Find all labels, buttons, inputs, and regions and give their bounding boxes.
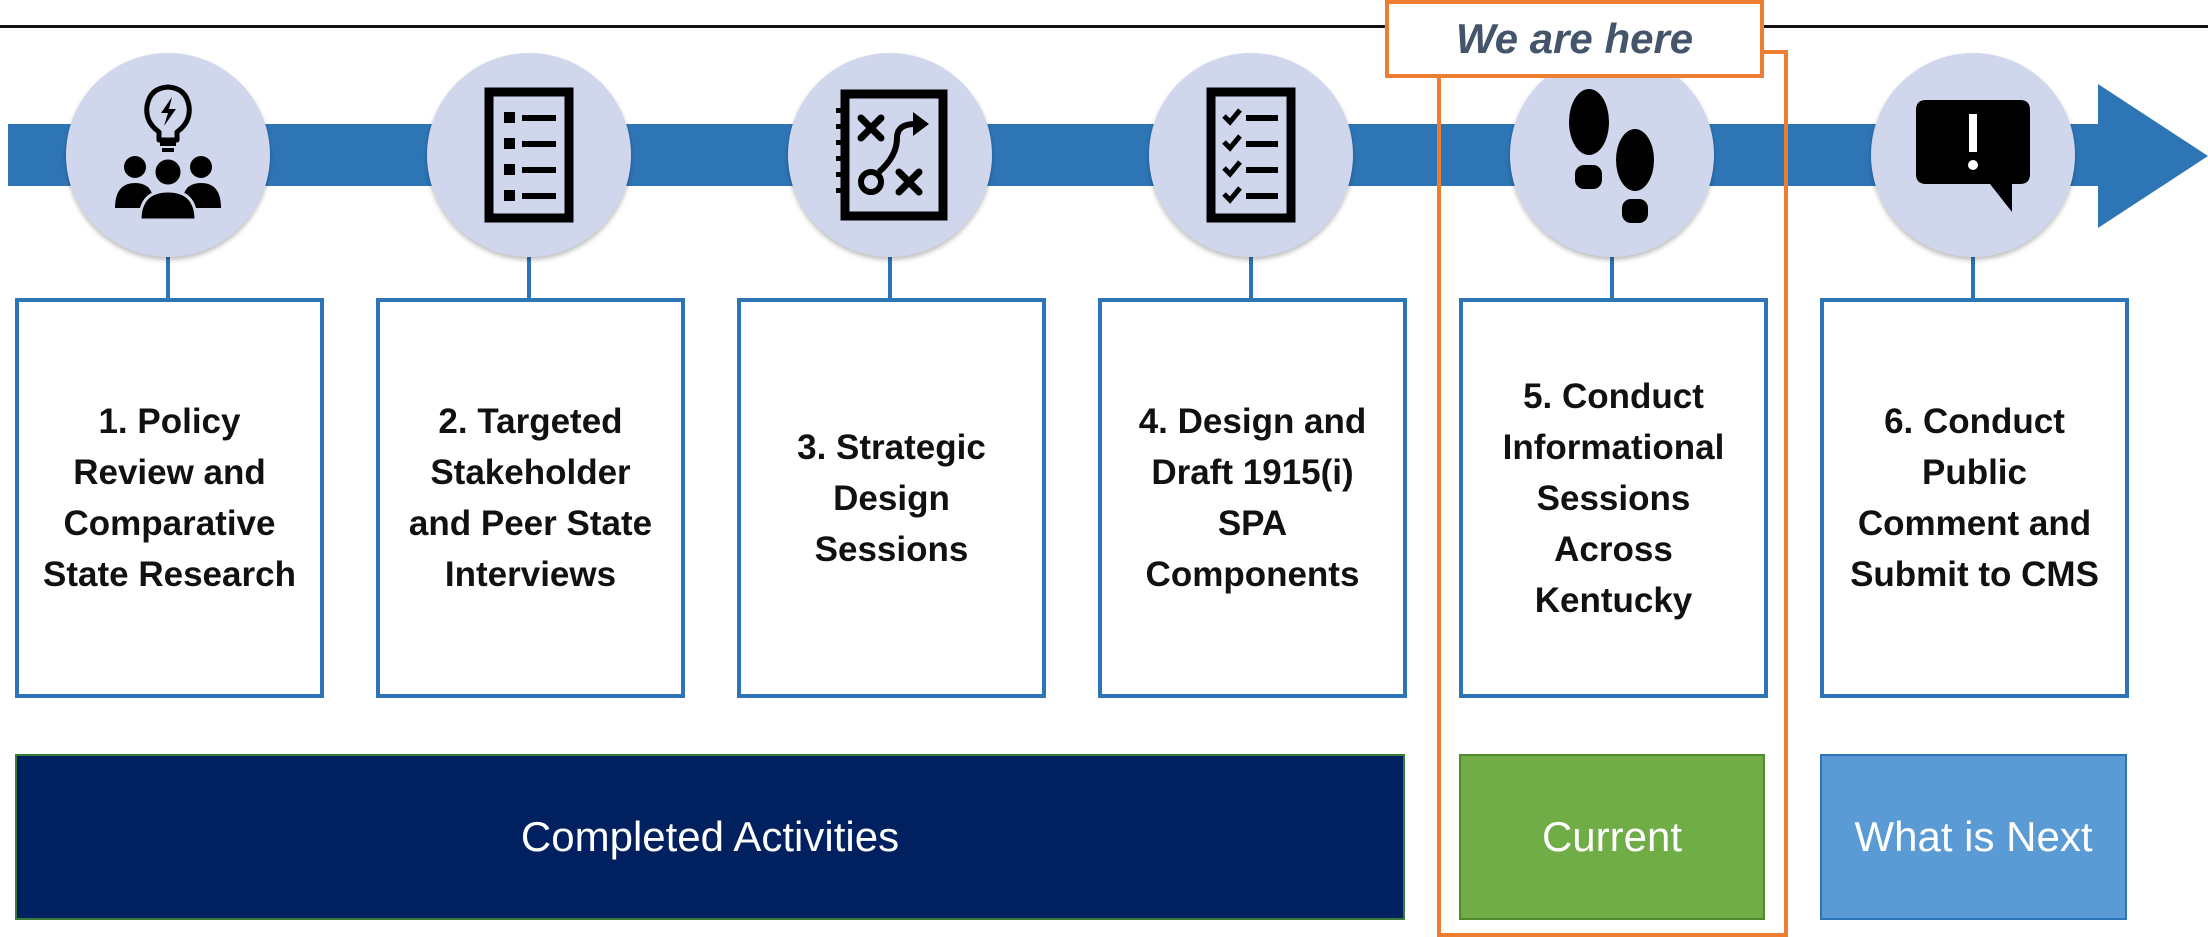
we-are-here-callout: We are here: [1385, 0, 1764, 78]
step-3-icon-circle: [788, 53, 992, 257]
step-5-box: 5. Conduct Informational Sessions Across…: [1459, 298, 1768, 698]
step-6-box: 6. Conduct Public Comment and Submit to …: [1820, 298, 2129, 698]
top-rule: [0, 25, 2208, 28]
step-4-box: 4. Design and Draft 1915(i) SPA Componen…: [1098, 298, 1407, 698]
completed-activities-bar: Completed Activities: [15, 754, 1405, 920]
step-4-connector: [1249, 255, 1253, 300]
speech-bubble-alert-icon: [1916, 100, 2030, 212]
timeline-arrowhead: [2098, 84, 2208, 228]
step-5-icon-circle: [1510, 53, 1714, 257]
step-3-connector: [888, 255, 892, 300]
checklist-icon: [484, 87, 574, 223]
step-6-connector: [1971, 255, 1975, 300]
footprints-icon: [1569, 89, 1654, 223]
what-is-next-bar: What is Next: [1820, 754, 2127, 920]
step-2-icon-circle: [427, 53, 631, 257]
timeline-bar: [8, 124, 2108, 186]
checkmark-list-icon: [1206, 87, 1296, 223]
step-1-icon-circle: [66, 53, 270, 257]
step-1-connector: [166, 255, 170, 300]
step-5-connector: [1610, 255, 1614, 300]
step-1-box: 1. Policy Review and Comparative State R…: [15, 298, 324, 698]
team-idea-icon: [115, 84, 221, 222]
step-2-connector: [527, 255, 531, 300]
current-step-highlight: [1437, 50, 1788, 937]
step-3-box: 3. Strategic Design Sessions: [737, 298, 1046, 698]
step-2-box: 2. Targeted Stakeholder and Peer State I…: [376, 298, 685, 698]
step-6-icon-circle: [1871, 53, 2075, 257]
strategy-notebook-icon: [836, 89, 948, 221]
step-4-icon-circle: [1149, 53, 1353, 257]
current-bar: Current: [1459, 754, 1765, 920]
